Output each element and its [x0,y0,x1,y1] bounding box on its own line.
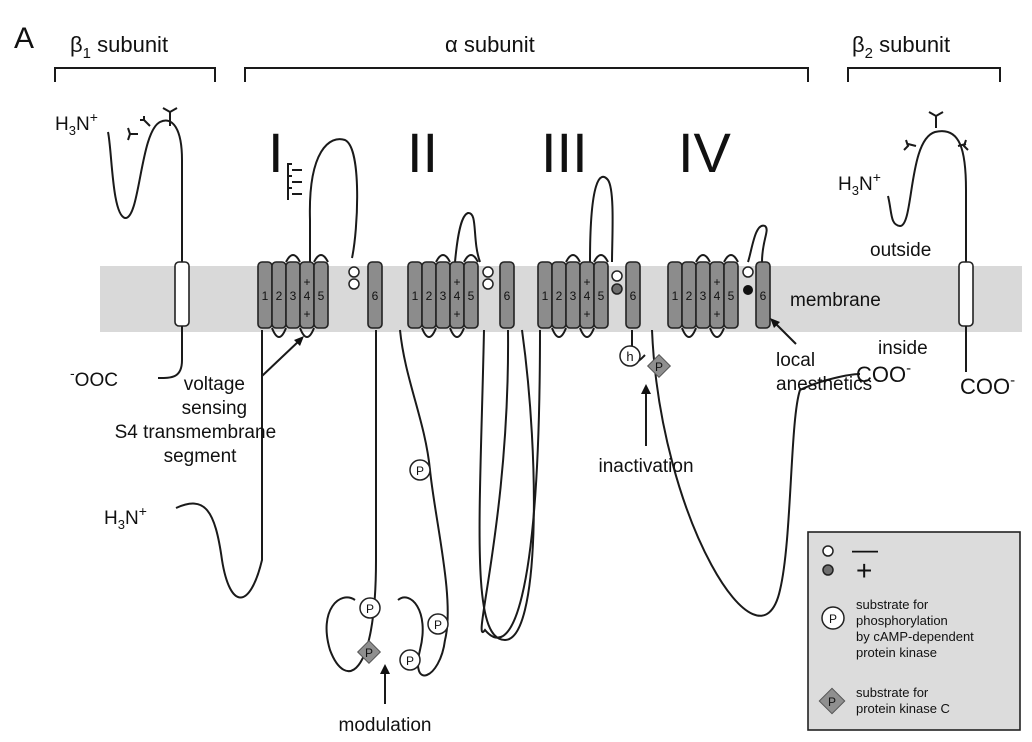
beta1-glycosyl-trees [128,108,177,140]
d4-num3: 3 [700,289,707,303]
d2-num1: 1 [412,289,419,303]
inside-label: inside [878,338,928,359]
alpha-backbone [176,139,860,675]
d2-num5: 5 [468,289,475,303]
d2-pore-minus-2 [483,279,493,289]
legend-box: — + P substrate for phosphorylation by c… [808,532,1020,730]
d1-num3: 3 [290,289,297,303]
domain-label-iii: III [541,121,588,184]
d3-num1: 1 [542,289,549,303]
d3-pore-minus [612,271,622,281]
beta2-tm-segment [959,262,973,326]
beta1-bracket [55,68,215,82]
beta2-cterm: COO- [960,372,1015,399]
alpha-title: α subunit [445,32,535,57]
d3-s4-plus-bottom: + [583,307,590,321]
d4-s4-plus-bottom: + [713,307,720,321]
d2-num4: 4 [454,289,461,303]
d1-num2: 2 [276,289,283,303]
beta2-nterm: H3N+ [838,169,881,198]
beta1-tm-segment [175,262,189,326]
d1-num1: 1 [262,289,269,303]
modulation-arrowhead [380,664,390,674]
d1-pore-minus-2 [349,279,359,289]
voltage-sensing-arrow [262,340,300,376]
domain-label-iv: IV [678,121,732,184]
panel-label: A [14,22,34,55]
pkc-site-modulation-label: P [365,646,373,660]
d4-num4: 4 [714,289,721,303]
legend-pka-marker-label: P [829,612,837,626]
legend-plus-text: + [856,555,872,586]
d1-num6: 6 [372,289,379,303]
beta1-nterm: H3N+ [55,109,98,138]
d4-s4-plus-top: + [713,275,720,289]
d2-num6: 6 [504,289,511,303]
pka-site-2-label: P [366,602,374,616]
legend-plus-marker [823,565,833,575]
alpha-cterm: COO- [856,360,911,387]
d4-num1: 1 [672,289,679,303]
alpha-bracket [245,68,808,82]
d1-s4-plus-top: + [303,275,310,289]
domain-label-i: I [268,121,284,184]
d3-num5: 5 [598,289,605,303]
d2-s4-plus-top: + [453,275,460,289]
d2-num3: 3 [440,289,447,303]
inactivation-label: inactivation [598,456,693,477]
alpha-nterm: H3N+ [104,503,147,532]
d1-pore-minus-1 [349,267,359,277]
membrane-label: membrane [790,290,881,311]
d1-num4: 4 [304,289,311,303]
voltage-sensing-label: voltage sensing S4 transmembrane segment [115,374,282,467]
pka-sites: P P P P [360,460,448,670]
d4-pore-minus [743,267,753,277]
outside-label: outside [870,240,931,261]
domain-i-glycosyl-trees [288,164,302,200]
d2-pore-minus-1 [483,267,493,277]
d3-num3: 3 [570,289,577,303]
domain-label-ii: II [407,121,438,184]
beta2-title: β2 subunit [852,32,950,62]
d1-num5: 5 [318,289,325,303]
d3-num4: 4 [584,289,591,303]
inactivation-arrowhead [641,384,651,394]
d3-s4-plus-top: + [583,275,590,289]
d4-num2: 2 [686,289,693,303]
legend-minus-marker [823,546,833,556]
d3-pore-plus [612,284,622,294]
d4-num5: 5 [728,289,735,303]
d1-s4-plus-bottom: + [303,307,310,321]
inactivation-gate-label: h [626,349,633,364]
d4-pore-black [743,285,753,295]
d3-num2: 2 [556,289,563,303]
legend-pkc-marker-label: P [828,695,836,709]
pkc-site-inactivation-label: P [655,360,663,374]
pka-site-3-label: P [434,618,442,632]
d4-num6: 6 [760,289,767,303]
pka-site-4-label: P [406,654,414,668]
beta1-chain [108,121,182,262]
d2-s4-plus-bottom: + [453,307,460,321]
beta2-bracket [848,68,1000,82]
pka-site-1-label: P [416,464,424,478]
d2-num2: 2 [426,289,433,303]
beta1-cterm-tail [158,326,182,378]
beta1-cterm: -OOC [70,365,118,391]
d3-num6: 6 [630,289,637,303]
beta1-title: β1 subunit [70,32,168,62]
modulation-label: modulation [339,715,432,736]
